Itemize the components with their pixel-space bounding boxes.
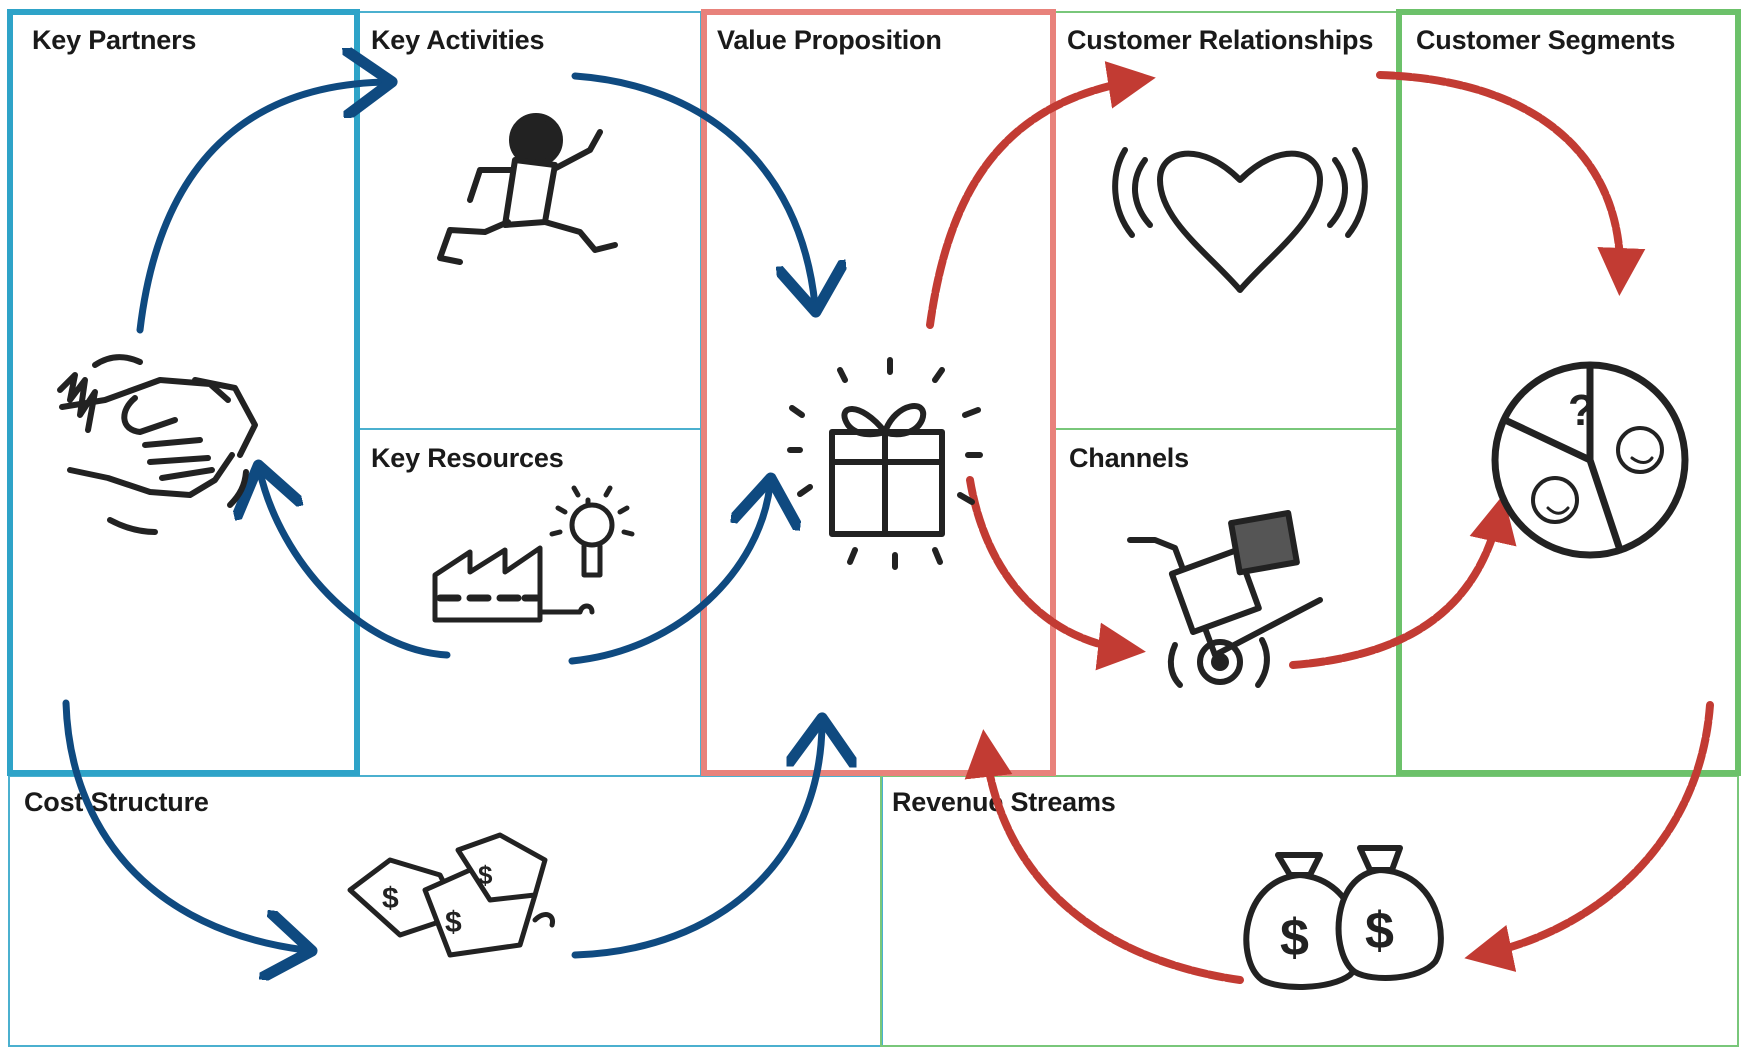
key-resources-label: Key Resources bbox=[371, 443, 564, 473]
handshake-icon bbox=[57, 354, 258, 535]
dollar-sign-tag-2: $ bbox=[445, 906, 462, 939]
customer-relationships-label: Customer Relationships bbox=[1067, 25, 1374, 55]
factory-lightbulb-icon bbox=[432, 485, 635, 623]
heart-icon bbox=[1112, 147, 1368, 293]
dollar-sign-bag-1: $ bbox=[1280, 909, 1309, 967]
key-partners-block bbox=[7, 9, 360, 776]
money-bags-icon bbox=[1243, 845, 1444, 990]
arrow-segments-to-revenue bbox=[1464, 701, 1714, 972]
revenue-streams-block bbox=[880, 775, 1739, 1047]
customer-segments-block bbox=[1396, 9, 1741, 776]
dollar-sign-bag-2: $ bbox=[1365, 902, 1394, 960]
svg-text:?: ? bbox=[1568, 386, 1595, 435]
arrow-resources-to-partners bbox=[260, 472, 451, 659]
price-tags-icon bbox=[347, 832, 556, 958]
arrow-partners-to-cost bbox=[62, 699, 305, 950]
value-proposition-block bbox=[701, 9, 1056, 776]
dollar-sign-tag-1: $ bbox=[382, 882, 399, 915]
key-partners-label: Key Partners bbox=[32, 25, 197, 55]
arrow-relationships-to-segments bbox=[1376, 71, 1646, 296]
arrow-partners-to-activities bbox=[136, 82, 385, 334]
customer-segments-label: Customer Segments bbox=[1416, 25, 1676, 55]
gift-box-icon bbox=[787, 357, 983, 570]
arrow-resources-to-value bbox=[568, 485, 770, 665]
arrow-value-to-channels bbox=[966, 476, 1146, 671]
channels-label: Channels bbox=[1069, 443, 1189, 473]
arrow-value-to-relationships bbox=[926, 61, 1156, 329]
arrow-channels-to-segments bbox=[1289, 494, 1517, 669]
cost-structure-block bbox=[8, 775, 883, 1047]
running-person-icon bbox=[437, 113, 618, 265]
arrow-activities-to-value bbox=[571, 72, 815, 305]
key-activities-label: Key Activities bbox=[371, 25, 545, 55]
value-proposition-label: Value Proposition bbox=[717, 25, 942, 55]
dollar-sign-tag-3: $ bbox=[478, 860, 493, 890]
cost-structure-label: Cost Structure bbox=[24, 787, 209, 817]
arrow-revenue-to-value bbox=[964, 729, 1244, 984]
hand-truck-icon bbox=[1127, 509, 1323, 688]
pie-chart-faces-icon: ? bbox=[1491, 361, 1689, 559]
arrow-cost-to-value bbox=[571, 725, 822, 959]
